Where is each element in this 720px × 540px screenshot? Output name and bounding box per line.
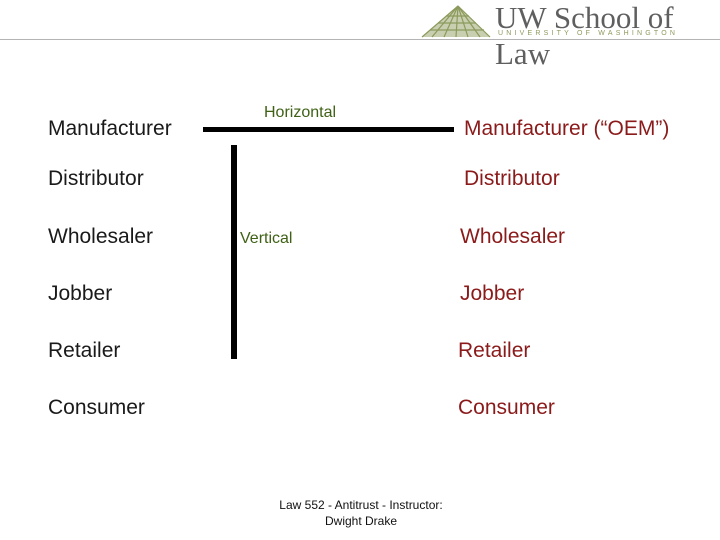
horizontal-label: Horizontal <box>264 104 337 121</box>
footer-course-line: Law 552 - Antitrust - Instructor: <box>279 498 443 512</box>
right-chain-item: Manufacturer (“OEM”) <box>464 117 670 140</box>
pyramid-logo-icon <box>421 5 491 38</box>
footer-instructor-line: Dwight Drake <box>324 514 398 528</box>
uw-law-logo: UW School of Law UNIVERSITY OF WASHINGTO… <box>418 0 718 71</box>
slide-footer: Law 552 - Antitrust - Instructor: Dwight… <box>256 497 466 529</box>
right-chain-item: Jobber <box>460 282 525 305</box>
right-chain-item: Wholesaler <box>460 225 566 248</box>
vertical-label: Vertical <box>240 230 293 247</box>
left-chain-item: Consumer <box>48 396 145 419</box>
right-chain-item: Consumer <box>458 396 555 419</box>
right-chain-item: Distributor <box>464 167 560 190</box>
right-chain-item: Retailer <box>458 339 531 362</box>
header-divider <box>0 39 720 40</box>
left-chain-item: Wholesaler <box>48 225 154 248</box>
left-chain-item: Retailer <box>48 339 121 362</box>
vertical-line <box>231 145 237 359</box>
left-chain-item: Distributor <box>48 167 144 190</box>
left-chain-item: Jobber <box>48 282 113 305</box>
horizontal-line <box>203 127 454 132</box>
logo-subtext: UNIVERSITY OF WASHINGTON <box>498 30 679 37</box>
logo-text: UW School of Law <box>495 0 674 71</box>
left-chain-item: Manufacturer <box>48 117 172 140</box>
